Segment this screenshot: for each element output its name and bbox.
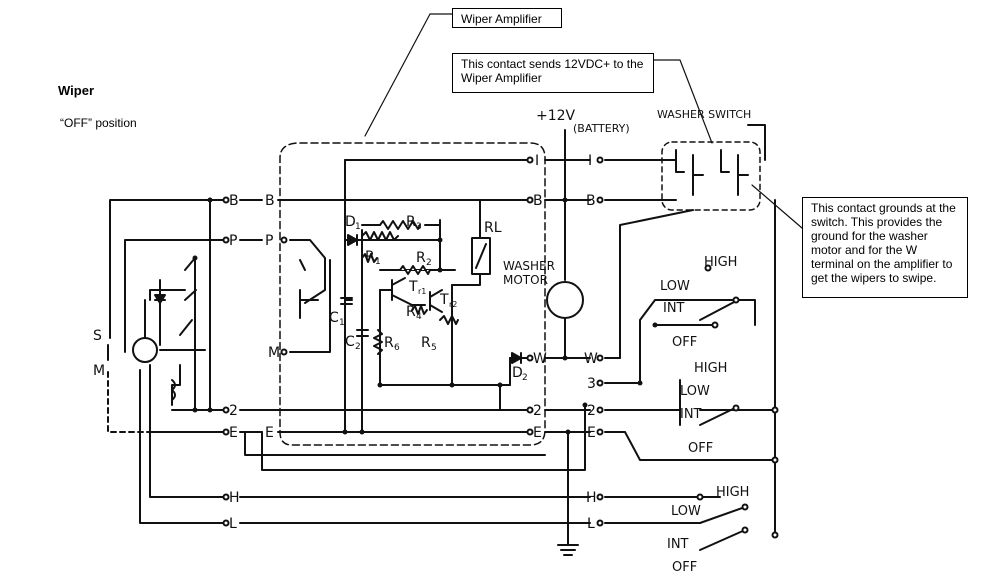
amp-terminal-i: I	[535, 153, 539, 169]
schematic-labels: +12V (BATTERY) WASHER SWITCH WASHER MOTO…	[93, 108, 751, 575]
motor-mark-s: S	[93, 328, 102, 344]
supply-voltage-label: +12V	[536, 108, 576, 124]
motor-terminal-2: 2	[229, 403, 238, 419]
group1-off: OFF	[672, 335, 697, 350]
group2-low: LOW	[680, 384, 710, 399]
group1-high: HIGH	[704, 255, 737, 270]
label-c1: C	[329, 310, 339, 326]
label-r5: R	[421, 335, 431, 351]
amp-terminal-w: W	[533, 351, 547, 367]
amplifier-circuit	[289, 159, 531, 433]
washer-motor-label-1: WASHER	[503, 259, 555, 273]
label-d2: D	[512, 365, 523, 381]
group3-off: OFF	[672, 560, 697, 575]
wiper-switch-wiring	[604, 124, 776, 551]
amplifier-boundary	[279, 142, 546, 446]
label-r6: R	[384, 335, 394, 351]
callout-wiper-amplifier: Wiper Amplifier	[452, 8, 562, 28]
motor-terminal-b: B	[229, 193, 239, 209]
switch-terminal-b: B	[586, 193, 596, 209]
label-d1: D	[345, 214, 356, 230]
motor-mark-m: M	[93, 363, 105, 379]
group3-high: HIGH	[716, 485, 749, 500]
wiper-motor-assembly	[107, 199, 227, 524]
switch-terminal-e: E	[587, 425, 596, 441]
label-r4-sub: 4	[416, 312, 422, 322]
label-r1: R	[365, 249, 375, 265]
label-tr1-sub: r1	[418, 287, 426, 296]
supply-battery-label: (BATTERY)	[573, 122, 630, 135]
amp-terminal-2-right: 2	[533, 403, 542, 419]
label-rl: RL	[484, 220, 502, 236]
motor-terminal-p: P	[229, 233, 237, 249]
switch-terminal-3: 3	[587, 376, 596, 392]
label-c2: C	[345, 334, 355, 350]
group1-low: LOW	[660, 279, 690, 294]
group2-int: INT	[680, 407, 702, 422]
motor-terminal-l: L	[229, 516, 237, 532]
switch-terminal-2: 2	[587, 403, 596, 419]
label-r2-sub: 2	[426, 258, 432, 268]
group2-high: HIGH	[694, 361, 727, 376]
amp-terminal-b-right: B	[533, 193, 543, 209]
amp-terminal-b: B	[265, 193, 275, 209]
label-d1-sub: 1	[355, 222, 361, 232]
switch-contacts	[596, 156, 779, 539]
callout-leaders	[364, 13, 803, 229]
group3-low: LOW	[671, 504, 701, 519]
label-r1-sub: 1	[375, 257, 381, 267]
amp-terminal-p: P	[265, 233, 273, 249]
motor-terminal-h: H	[229, 490, 240, 506]
amp-terminal-e-right: E	[533, 425, 542, 441]
label-d2-sub: 2	[522, 373, 528, 383]
amp-terminals	[280, 156, 534, 436]
group1-int: INT	[663, 301, 685, 316]
harness-wires	[239, 159, 591, 524]
diagram-title: Wiper	[58, 83, 94, 98]
label-c1-sub: 1	[339, 318, 345, 328]
label-r4: R	[406, 304, 416, 320]
amp-terminal-e: E	[265, 425, 274, 441]
label-r3: R	[406, 214, 416, 230]
junction-dots	[192, 197, 658, 435]
motor-terminal-e: E	[229, 425, 238, 441]
label-r3-sub: 3	[416, 222, 422, 232]
callout-ground-contact: This contact grounds at the switch. This…	[802, 197, 968, 298]
group2-off: OFF	[688, 441, 713, 456]
label-tr1: T	[408, 279, 418, 295]
callout-12vdc-contact: This contact sends 12VDC+ to the Wiper A…	[452, 53, 654, 93]
switch-terminal-l: L	[587, 516, 595, 532]
label-r6-sub: 6	[394, 343, 400, 353]
label-tr2-sub: r2	[449, 300, 457, 309]
label-r5-sub: 5	[431, 343, 437, 353]
left-connectors	[222, 196, 230, 527]
group3-int: INT	[667, 537, 689, 552]
switch-terminal-i: I	[588, 153, 592, 169]
diagram-subtitle: “OFF” position	[60, 116, 137, 130]
switch-terminal-w: W	[584, 351, 598, 367]
label-r2: R	[416, 250, 426, 266]
washer-motor-label-2: MOTOR	[503, 273, 548, 287]
switch-terminal-h: H	[586, 490, 597, 506]
washer-switch-label: WASHER SWITCH	[657, 108, 751, 121]
washer-switch-boundary	[661, 141, 761, 211]
battery-ground	[546, 129, 584, 556]
label-c2-sub: 2	[355, 342, 361, 352]
label-tr2: T	[439, 292, 449, 308]
amp-terminal-m: M	[268, 345, 280, 361]
